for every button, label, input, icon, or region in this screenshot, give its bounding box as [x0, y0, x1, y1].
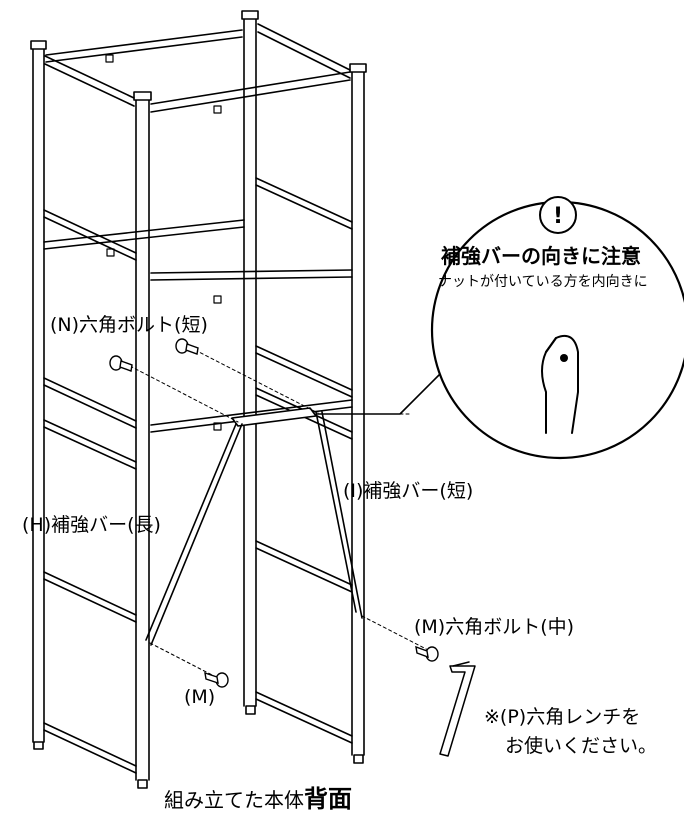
reinforcement-bars — [145, 407, 363, 646]
bolt-m-1 — [204, 671, 229, 688]
i-bar-label: (I)補強バー(短) — [343, 480, 474, 502]
callout-title: 補強バーの向きに注意 — [441, 244, 641, 268]
h-bar-label: (H)補強バー(長) — [22, 514, 161, 536]
callout-subtitle: ナットが付いている方を内向きに — [438, 274, 648, 290]
wrench-note-line1: ※(P)六角レンチを — [484, 706, 641, 728]
back-bars — [43, 219, 245, 250]
wrench-note-line2: お使いください。 — [505, 735, 658, 757]
bolt-m-2 — [415, 645, 439, 662]
front-left-post — [133, 91, 152, 789]
detail-bar-end — [541, 334, 579, 434]
hex-wrench-icon — [439, 661, 476, 757]
right-side-rungs — [255, 177, 353, 744]
caption-emphasis: 背面 — [304, 785, 352, 813]
figure-caption: 組み立てた本体背面 — [164, 779, 352, 814]
back-left-post — [30, 40, 47, 750]
exclamation-icon — [539, 196, 577, 234]
left-side-rungs — [43, 209, 137, 774]
m-bolt-label: (M)六角ボルト(中) — [414, 616, 575, 638]
m-short-label: (M) — [184, 686, 216, 708]
bolt-n-2 — [175, 338, 199, 355]
exclamation-mark: ! — [553, 204, 563, 229]
callout-leader — [317, 373, 441, 415]
nut-stubs — [105, 54, 222, 431]
nut-dot — [560, 354, 568, 362]
n-bolt-label: (N)六角ボルト(短) — [50, 314, 208, 336]
bolt-n-1 — [109, 355, 133, 372]
back-right-post — [241, 10, 259, 715]
front-right-post — [349, 63, 367, 764]
hex-bolt-icon — [109, 338, 439, 688]
caption-prefix: 組み立てた本体 — [164, 788, 304, 812]
top-frame — [44, 23, 351, 113]
